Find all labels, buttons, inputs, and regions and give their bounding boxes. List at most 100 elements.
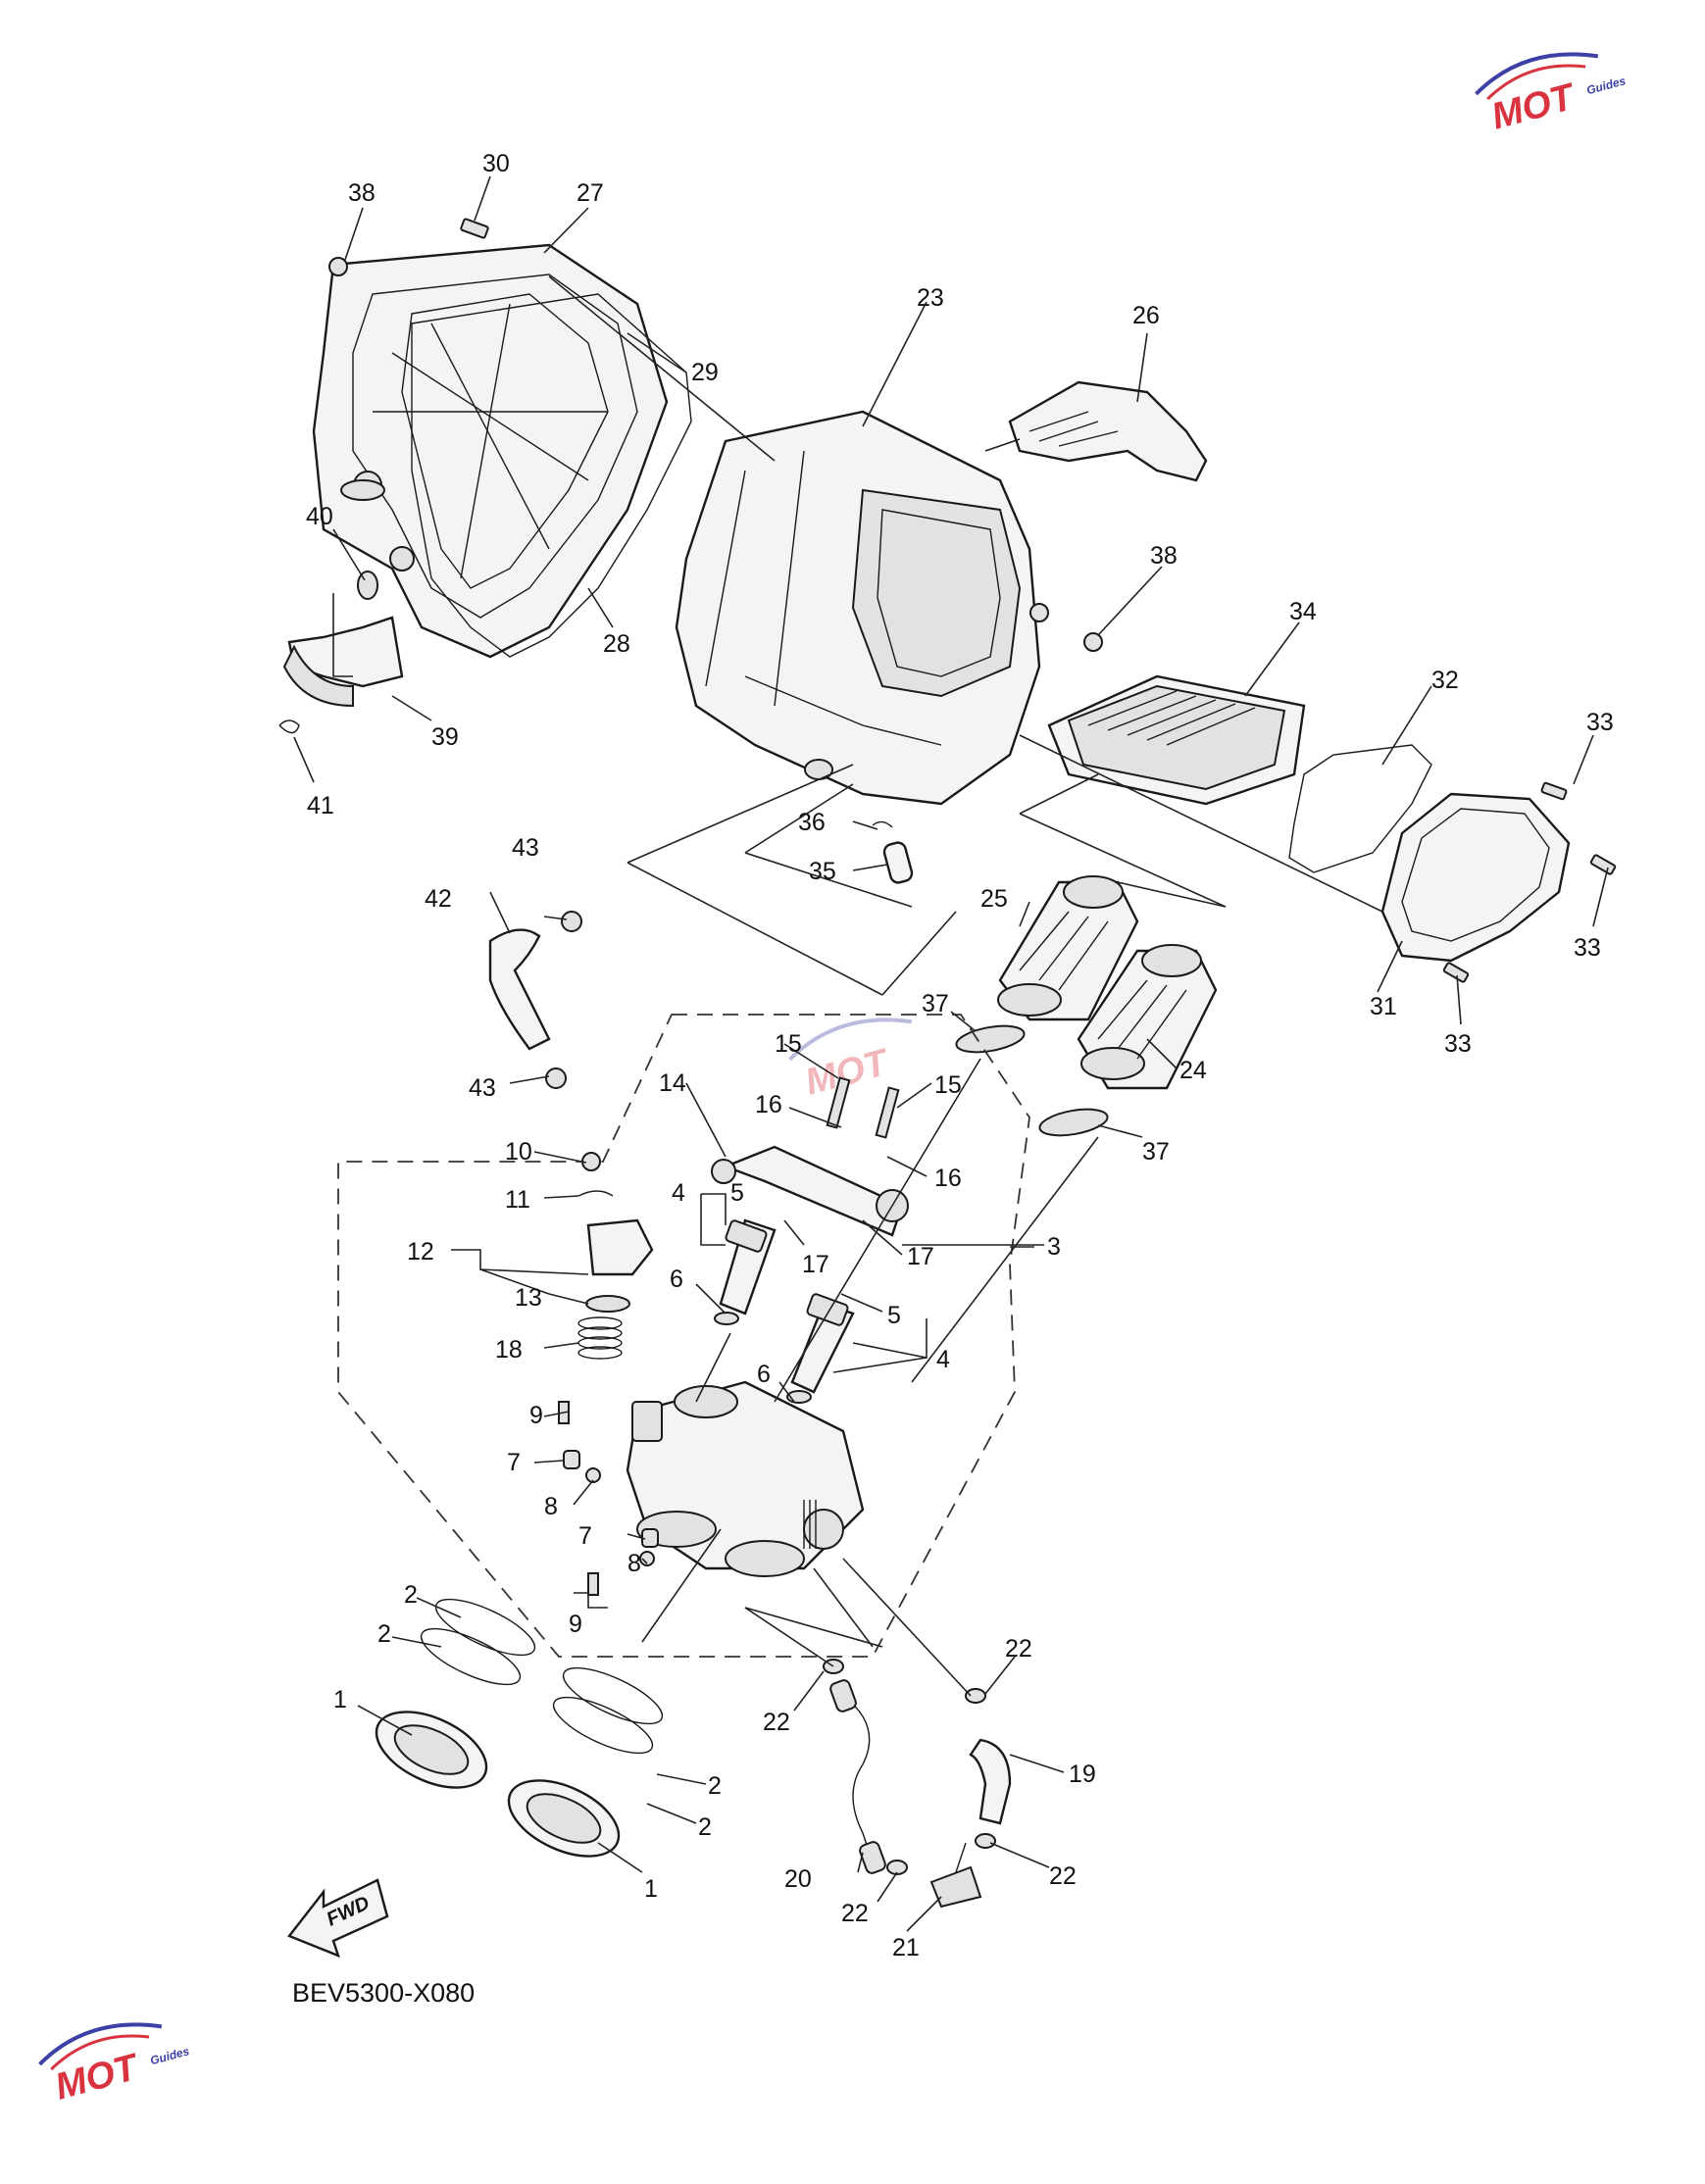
callout-23: 23 — [917, 284, 944, 312]
forward-direction-arrow: FWD — [287, 1878, 389, 1959]
callout-5-b: 5 — [887, 1302, 901, 1329]
callout-20: 20 — [784, 1865, 812, 1893]
callout-2-d: 2 — [698, 1813, 712, 1841]
callout-39: 39 — [431, 723, 459, 751]
callout-36: 36 — [798, 809, 826, 836]
watermark-text: MOT — [1487, 75, 1580, 137]
callout-9-a: 9 — [529, 1402, 543, 1429]
callout-34: 34 — [1289, 598, 1317, 625]
callout-28: 28 — [603, 630, 630, 658]
air-cleaner-case-cover — [312, 243, 669, 659]
callout-9-b: 9 — [569, 1611, 582, 1638]
hose-42 — [488, 911, 582, 1089]
injector-right — [786, 1293, 855, 1404]
intake-joint-left — [375, 1598, 536, 1789]
callout-2-c: 2 — [708, 1772, 722, 1800]
callout-2-a: 2 — [404, 1581, 418, 1609]
bolt-30 — [460, 218, 489, 239]
callout-6-b: 6 — [757, 1361, 771, 1388]
callout-7-a: 7 — [507, 1449, 521, 1476]
callout-41: 41 — [307, 792, 334, 819]
intake-joint-right — [507, 1666, 664, 1858]
callout-16-a: 16 — [755, 1091, 782, 1118]
callout-35: 35 — [809, 858, 836, 885]
callout-2-b: 2 — [377, 1620, 391, 1648]
clamp-37-b — [1038, 1108, 1109, 1137]
callout-16-b: 16 — [934, 1165, 962, 1192]
callout-43-a: 43 — [512, 834, 539, 862]
callout-40: 40 — [306, 503, 333, 530]
callout-19: 19 — [1069, 1761, 1096, 1788]
callout-18: 18 — [495, 1336, 523, 1364]
watermark-subtext: Guides — [1585, 74, 1628, 97]
throttle-position-sensor — [577, 1152, 654, 1360]
callout-22-c: 22 — [841, 1900, 869, 1927]
fuel-rail — [711, 1076, 909, 1237]
air-filter-cover — [1380, 792, 1571, 963]
callout-15-b: 15 — [934, 1071, 962, 1099]
bolt-38-left — [328, 257, 348, 276]
callout-30: 30 — [482, 150, 510, 177]
callout-37-a: 37 — [922, 990, 949, 1018]
callout-15-a: 15 — [775, 1030, 802, 1058]
throttle-body-assembly-group — [337, 1014, 1030, 1658]
callout-33-c: 33 — [1444, 1030, 1472, 1058]
callout-11: 11 — [505, 1186, 530, 1214]
leader-lines — [293, 175, 1609, 1932]
bolt-33-c — [1442, 962, 1470, 983]
callout-42: 42 — [425, 885, 452, 913]
watermark-text: MOT — [51, 2046, 144, 2108]
bolt-33-a — [1540, 781, 1568, 801]
watermark-logo-top-right: MOT Guides — [1475, 52, 1628, 138]
callout-13: 13 — [515, 1284, 542, 1312]
callout-33-a: 33 — [1586, 709, 1614, 736]
callout-labels: 38 30 27 29 28 40 39 41 23 26 38 34 32 3… — [306, 150, 1614, 1961]
callout-32: 32 — [1431, 667, 1459, 694]
watermark-logo-bottom-left: MOT Guides — [38, 2022, 191, 2109]
callout-1-a: 1 — [333, 1686, 347, 1713]
callout-10: 10 — [505, 1138, 532, 1166]
callout-43-b: 43 — [469, 1074, 496, 1102]
callout-1-b: 1 — [644, 1875, 658, 1903]
injector-left — [714, 1218, 777, 1325]
watermark-subtext: Guides — [149, 2044, 191, 2067]
fitting-21 — [929, 1842, 982, 1909]
hose-19 — [969, 1738, 1012, 1825]
callout-38-b: 38 — [1150, 542, 1178, 570]
callout-31: 31 — [1370, 993, 1397, 1020]
callout-4-b: 4 — [936, 1346, 950, 1373]
filter-cover-gasket — [1288, 744, 1432, 873]
callout-17-a: 17 — [802, 1251, 829, 1278]
callout-12: 12 — [407, 1238, 434, 1266]
hose-20 — [829, 1679, 886, 1874]
bolt-38-right — [1083, 632, 1103, 652]
callout-17-b: 17 — [907, 1243, 934, 1270]
callout-4-a: 4 — [672, 1179, 685, 1207]
air-cleaner-case — [675, 410, 1049, 806]
air-filter-element — [1047, 674, 1306, 806]
callout-24: 24 — [1179, 1057, 1207, 1084]
callout-25: 25 — [980, 885, 1008, 913]
drain-plug — [872, 820, 914, 884]
callout-7-b: 7 — [578, 1522, 592, 1550]
callout-22-b: 22 — [1005, 1635, 1032, 1663]
throttle-body — [626, 1380, 865, 1577]
callout-21: 21 — [892, 1934, 920, 1961]
bolt-33-b — [1589, 854, 1617, 875]
callout-22-a: 22 — [763, 1709, 790, 1736]
callout-14: 14 — [659, 1069, 686, 1097]
callout-33-b: 33 — [1574, 934, 1601, 962]
callout-27: 27 — [577, 179, 604, 207]
callout-37-b: 37 — [1142, 1138, 1170, 1166]
joint-24 — [1077, 944, 1218, 1090]
diagram-code: BEV5300-X080 — [292, 1978, 475, 2008]
callout-8-b: 8 — [627, 1550, 641, 1577]
clips-22 — [823, 1659, 996, 1875]
callout-5-a: 5 — [730, 1179, 744, 1207]
air-inlet-duct — [1008, 380, 1208, 482]
air-box-gasket-28 — [411, 293, 692, 658]
callout-26: 26 — [1132, 302, 1160, 329]
callout-29: 29 — [691, 359, 719, 386]
callout-38-a: 38 — [348, 179, 376, 207]
